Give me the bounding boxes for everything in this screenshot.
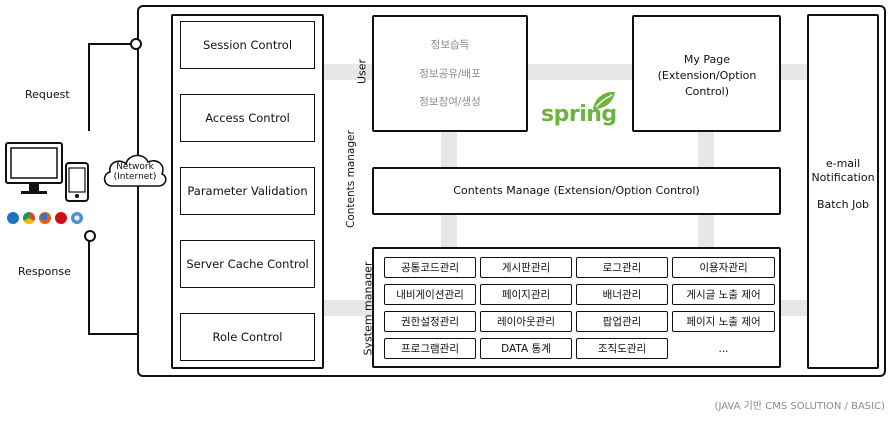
server-cache-control-box: Server Cache Control — [180, 240, 315, 288]
sys-cell-r2c3: 배너관리 — [576, 284, 668, 305]
contents-manager-label: Contents manager — [345, 130, 357, 228]
sys-cell-r1c3: 로그관리 — [576, 257, 668, 278]
sys-cell-r2c2: 페이지관리 — [480, 284, 572, 305]
batch-box — [807, 14, 879, 369]
mypage-box — [632, 15, 781, 132]
sys-cell-r4c1: 프로그램관리 — [384, 338, 476, 359]
contents-manage-text: Contents Manage (Extension/Option Contro… — [453, 184, 700, 197]
sys-cell-r3c1: 권한설정관리 — [384, 311, 476, 332]
band-mypage-batch — [780, 64, 808, 80]
cloud-icon — [103, 154, 167, 187]
band-user-mypage — [527, 64, 633, 80]
sys-cell-r1c1: 공통코드관리 — [384, 257, 476, 278]
spring-leaf-icon — [593, 91, 615, 109]
batch-notification-label: Notification — [811, 171, 875, 184]
request-label: Request — [25, 88, 70, 101]
response-label: Response — [18, 265, 71, 278]
mobile-icon — [65, 162, 89, 202]
band-user — [323, 64, 373, 80]
sys-cell-r3c2: 레이아웃관리 — [480, 311, 572, 332]
access-control-box: Access Control — [180, 94, 315, 142]
role-control-box: Role Control — [180, 313, 315, 361]
batch-email-label: e-mail — [825, 157, 861, 170]
response-port — [84, 230, 96, 242]
sys-cell-r1c4: 이용자관리 — [672, 257, 775, 278]
sys-cell-r4c4: ... — [718, 342, 729, 355]
chrome-icon — [23, 212, 35, 224]
opera-icon — [55, 212, 67, 224]
band-system — [323, 300, 373, 316]
user-box — [372, 15, 528, 132]
sys-cell-r2c1: 내비게이션관리 — [384, 284, 476, 305]
network-label: Network (Internet) — [113, 162, 157, 182]
request-port — [130, 38, 142, 50]
session-control-box: Session Control — [180, 21, 315, 69]
caption: (JAVA 기반 CMS SOLUTION / BASIC) — [714, 401, 885, 412]
user-line-3: 정보참여/생성 — [419, 96, 481, 108]
sys-cell-r2c4: 게시글 노출 제어 — [672, 284, 775, 305]
safari-icon — [71, 212, 83, 224]
request-line-horizontal — [88, 43, 132, 45]
sys-cell-r3c3: 팝업관리 — [576, 311, 668, 332]
ie-icon — [7, 212, 19, 224]
sys-cell-r4c2: DATA 통계 — [480, 338, 572, 359]
parameter-validation-box: Parameter Validation — [180, 167, 315, 215]
sys-cell-r3c4: 페이지 노출 제어 — [672, 311, 775, 332]
contents-manage-box — [372, 167, 781, 215]
mypage-label: My Page (Extension/Option Control) — [657, 53, 757, 98]
user-section-label: User — [355, 58, 369, 85]
batch-job-label: Batch Job — [816, 198, 870, 211]
firefox-icon — [39, 212, 51, 224]
response-line-vertical — [88, 240, 90, 334]
sys-cell-r1c2: 게시판관리 — [480, 257, 572, 278]
sys-cell-r4c3: 조직도관리 — [576, 338, 668, 359]
band-system-batch — [781, 300, 808, 316]
request-line-vertical — [88, 43, 90, 131]
user-line-1: 정보습득 — [430, 39, 470, 51]
spring-logo: spring — [541, 91, 621, 133]
monitor-icon — [5, 142, 63, 194]
response-line-horizontal — [88, 333, 138, 335]
user-line-2: 정보공유/배포 — [419, 68, 481, 80]
